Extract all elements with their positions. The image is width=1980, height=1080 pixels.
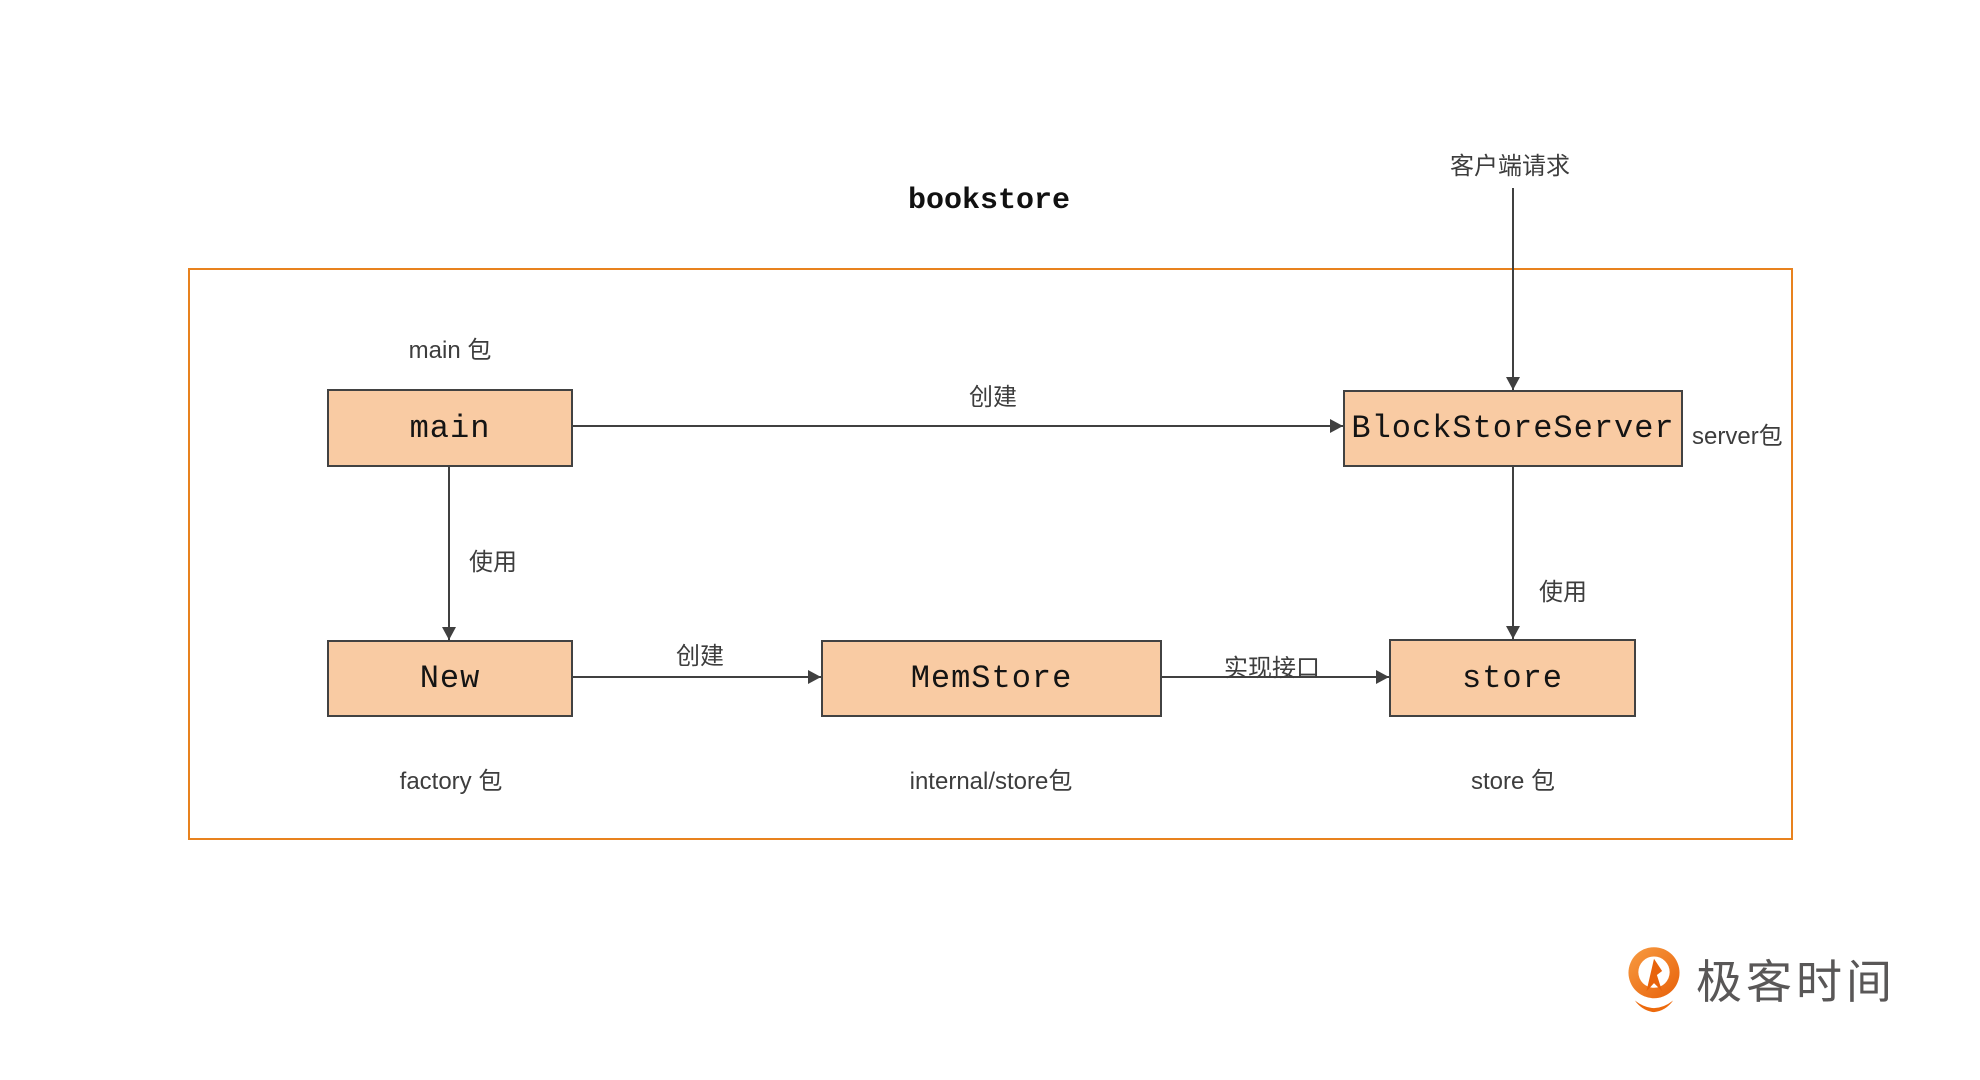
arrow-main-to-new	[442, 467, 456, 640]
edge-label-create-top: 创建	[969, 384, 1017, 411]
arrow-memstore-to-store	[1162, 670, 1389, 684]
node-new: New	[327, 640, 573, 717]
node-main: main	[327, 389, 573, 467]
arrow-blockstoreserver-to-store	[1506, 467, 1520, 639]
package-label-server: server包	[1692, 423, 1783, 450]
package-label-store: store 包	[1470, 768, 1556, 795]
arrow-new-to-memstore	[573, 670, 821, 684]
edge-label-use-right: 使用	[1539, 579, 1587, 606]
edge-label-implement-interface: 实现接口	[1224, 655, 1320, 682]
bookstore-boundary-box	[188, 268, 1793, 840]
arrow-main-to-blockstoreserver	[573, 419, 1343, 433]
geektime-brand-text: 极客时间	[1696, 956, 1896, 1008]
node-blockstoreserver: BlockStoreServer	[1343, 390, 1683, 467]
node-memstore: MemStore	[821, 640, 1162, 717]
diagram-title: bookstore	[907, 184, 1071, 218]
package-label-main: main 包	[408, 337, 492, 364]
package-label-factory: factory 包	[399, 768, 503, 795]
package-label-internal-store: internal/store包	[909, 768, 1073, 795]
arrow-client-request-to-blockstoreserver	[1506, 188, 1520, 390]
node-store: store	[1389, 639, 1636, 717]
client-request-label: 客户端请求	[1450, 153, 1570, 180]
edge-label-use-left: 使用	[469, 549, 517, 576]
geektime-logo: 极客时间	[1625, 946, 1896, 1018]
edge-label-create-bottom: 创建	[676, 643, 724, 670]
geektime-pin-icon	[1628, 947, 1680, 1013]
